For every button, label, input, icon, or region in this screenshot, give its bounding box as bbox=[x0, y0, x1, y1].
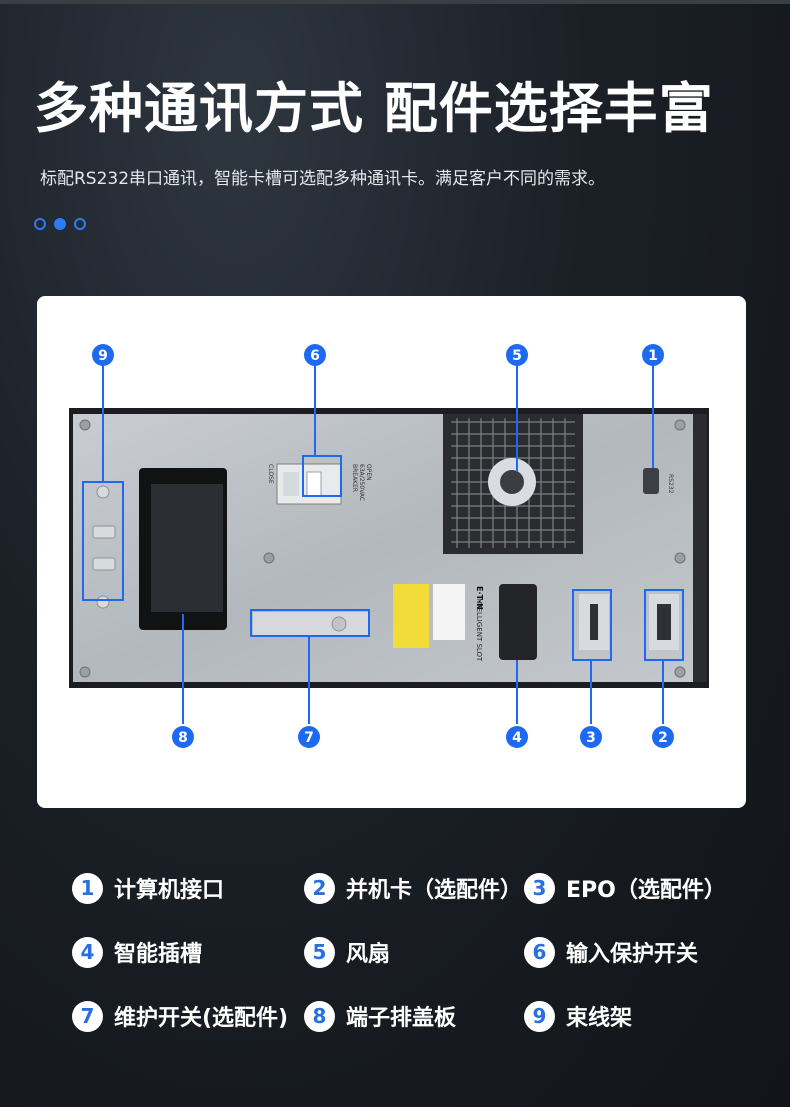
serial-label bbox=[433, 584, 465, 640]
legend-label: 智能插槽 bbox=[114, 942, 203, 967]
legend-number-badge: 8 bbox=[304, 1000, 335, 1032]
callout-7: 7 bbox=[298, 726, 320, 748]
brand-text: E·T·N bbox=[475, 586, 484, 610]
yellow-warning-label bbox=[393, 584, 429, 648]
breaker-close-text: CLOSE bbox=[267, 464, 274, 484]
svg-text:4: 4 bbox=[512, 730, 522, 746]
svg-text:9: 9 bbox=[98, 348, 108, 364]
component-legend: 1 计算机接口 2 并机卡（选配件） 3 EPO（选配件） 4 智能插槽 5 风… bbox=[72, 872, 772, 1072]
callout-4: 4 bbox=[506, 726, 528, 748]
side-rail bbox=[693, 414, 707, 682]
callout-5: 5 bbox=[506, 344, 528, 366]
callout-2: 2 bbox=[652, 726, 674, 748]
legend-label: 维护开关(选配件) bbox=[114, 1006, 289, 1031]
svg-text:1: 1 bbox=[648, 348, 658, 364]
legend-number-badge: 1 bbox=[72, 872, 103, 904]
legend-item-parallel-card: 2 并机卡（选配件） bbox=[304, 872, 522, 904]
product-photo-card: RS232 BREAKER 63A/250VAC OPEN CLOSE INTE… bbox=[37, 296, 746, 808]
legend-label: 束线架 bbox=[566, 1006, 633, 1031]
legend-number-badge: 5 bbox=[304, 936, 335, 968]
callout-3: 3 bbox=[580, 726, 602, 748]
legend-item-maintenance-switch: 7 维护开关(选配件) bbox=[72, 1000, 288, 1032]
legend-number-badge: 2 bbox=[304, 872, 335, 904]
legend-item-terminal-cover: 8 端子排盖板 bbox=[304, 1000, 456, 1032]
pagination-dot[interactable] bbox=[34, 218, 46, 230]
callout-9: 9 bbox=[92, 344, 114, 366]
maintenance-switch-plate bbox=[253, 612, 369, 636]
pagination-dot[interactable] bbox=[74, 218, 86, 230]
rs232-port bbox=[643, 468, 659, 494]
legend-item-computer-interface: 1 计算机接口 bbox=[72, 872, 224, 904]
callout-6: 6 bbox=[304, 344, 326, 366]
legend-label: 计算机接口 bbox=[114, 878, 225, 903]
legend-label: EPO（选配件） bbox=[566, 878, 726, 903]
svg-text:7: 7 bbox=[304, 730, 314, 746]
svg-text:2: 2 bbox=[658, 730, 668, 746]
svg-text:6: 6 bbox=[310, 348, 320, 364]
legend-label: 输入保护开关 bbox=[566, 942, 699, 967]
legend-number-badge: 6 bbox=[524, 936, 555, 968]
legend-item-input-breaker: 6 输入保护开关 bbox=[524, 936, 698, 968]
legend-item-epo: 3 EPO（选配件） bbox=[524, 872, 726, 904]
legend-label: 并机卡（选配件） bbox=[346, 878, 523, 903]
page-subtitle: 标配RS232串口通讯，智能卡槽可选配多种通讯卡。满足客户不同的需求。 bbox=[40, 169, 606, 189]
rs232-text: RS232 bbox=[667, 474, 674, 494]
top-border bbox=[0, 0, 790, 4]
intelligent-slot-text: INTELLIGENT SLOT bbox=[475, 596, 483, 662]
callout-1: 1 bbox=[642, 344, 664, 366]
callout-8: 8 bbox=[172, 726, 194, 748]
svg-text:3: 3 bbox=[586, 730, 596, 746]
pagination-dots bbox=[34, 218, 86, 230]
svg-text:5: 5 bbox=[512, 348, 522, 364]
page-title: 多种通讯方式 配件选择丰富 bbox=[34, 77, 714, 140]
breaker-rating-text: 63A/250VAC bbox=[358, 464, 365, 501]
legend-label: 端子排盖板 bbox=[346, 1006, 457, 1031]
intelligent-slot bbox=[499, 584, 537, 660]
breaker-open-text: OPEN bbox=[365, 464, 372, 481]
legend-number-badge: 7 bbox=[72, 1000, 103, 1032]
legend-item-fan: 5 风扇 bbox=[304, 936, 390, 968]
legend-label: 风扇 bbox=[346, 942, 391, 967]
legend-number-badge: 9 bbox=[524, 1000, 555, 1032]
callout-leaders bbox=[102, 364, 664, 724]
svg-text:8: 8 bbox=[178, 730, 188, 746]
breaker-text: BREAKER bbox=[351, 464, 358, 492]
legend-number-badge: 4 bbox=[72, 936, 103, 968]
legend-item-intelligent-slot: 4 智能插槽 bbox=[72, 936, 202, 968]
legend-number-badge: 3 bbox=[524, 872, 555, 904]
legend-item-cable-holder: 9 束线架 bbox=[524, 1000, 632, 1032]
pagination-dot-active[interactable] bbox=[54, 218, 66, 230]
ups-rear-panel-illustration: RS232 BREAKER 63A/250VAC OPEN CLOSE INTE… bbox=[69, 344, 709, 748]
